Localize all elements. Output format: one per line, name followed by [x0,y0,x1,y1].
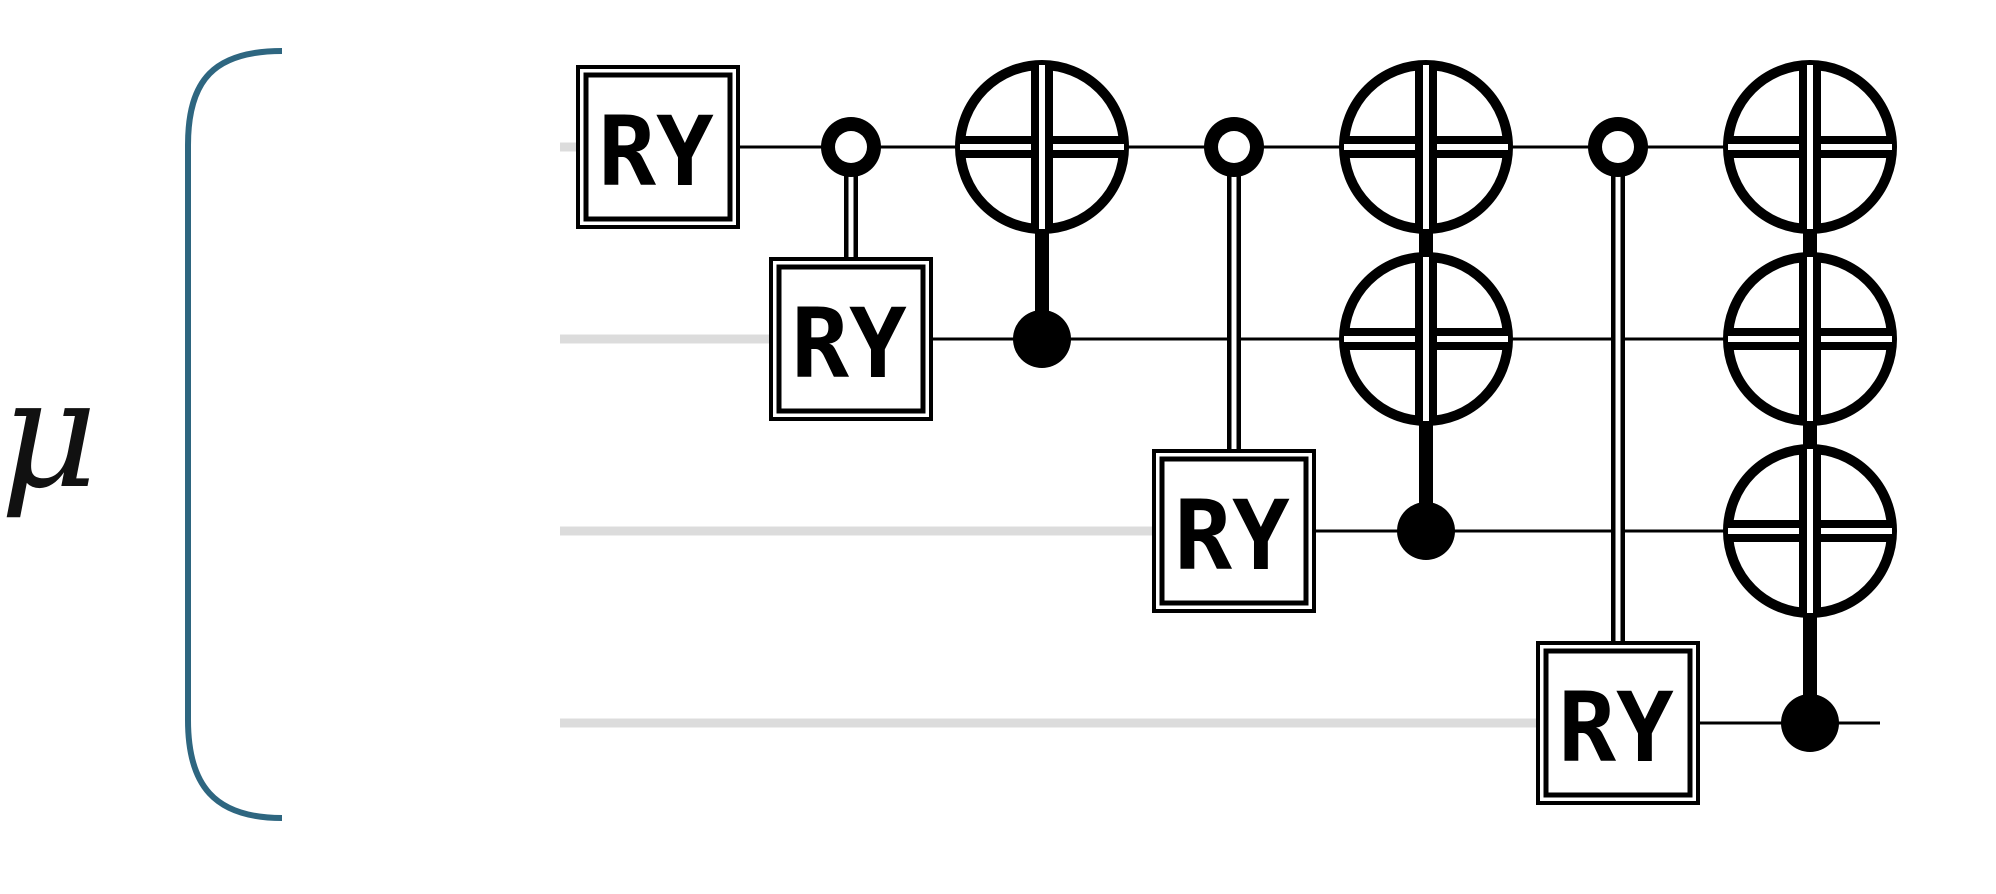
bracket [185,48,283,821]
ry-gate-3-inner [1159,456,1309,606]
ry-gate-3 [1152,449,1316,613]
control-1-hole [835,131,867,163]
control-4 [1397,502,1455,560]
control-6 [1781,694,1839,752]
control-2 [1013,310,1071,368]
ry-gate-0-label: RY [598,96,714,208]
ry-gate-3-label: RY [1174,480,1290,592]
ry-gate-0 [576,65,740,229]
control-5-hole [1602,131,1634,163]
ry-gate-5 [1536,641,1700,805]
ry-gate-5-inner [1543,648,1693,798]
ry-gate-5-label: RY [1558,672,1674,784]
ry-gate-0-inner [583,72,733,222]
ry-gate-1-label: RY [791,288,907,400]
ry-gate-1 [769,257,933,421]
mu-label: μ [0,348,98,522]
control-3-hole [1218,131,1250,163]
ry-gate-1-inner [776,264,926,414]
